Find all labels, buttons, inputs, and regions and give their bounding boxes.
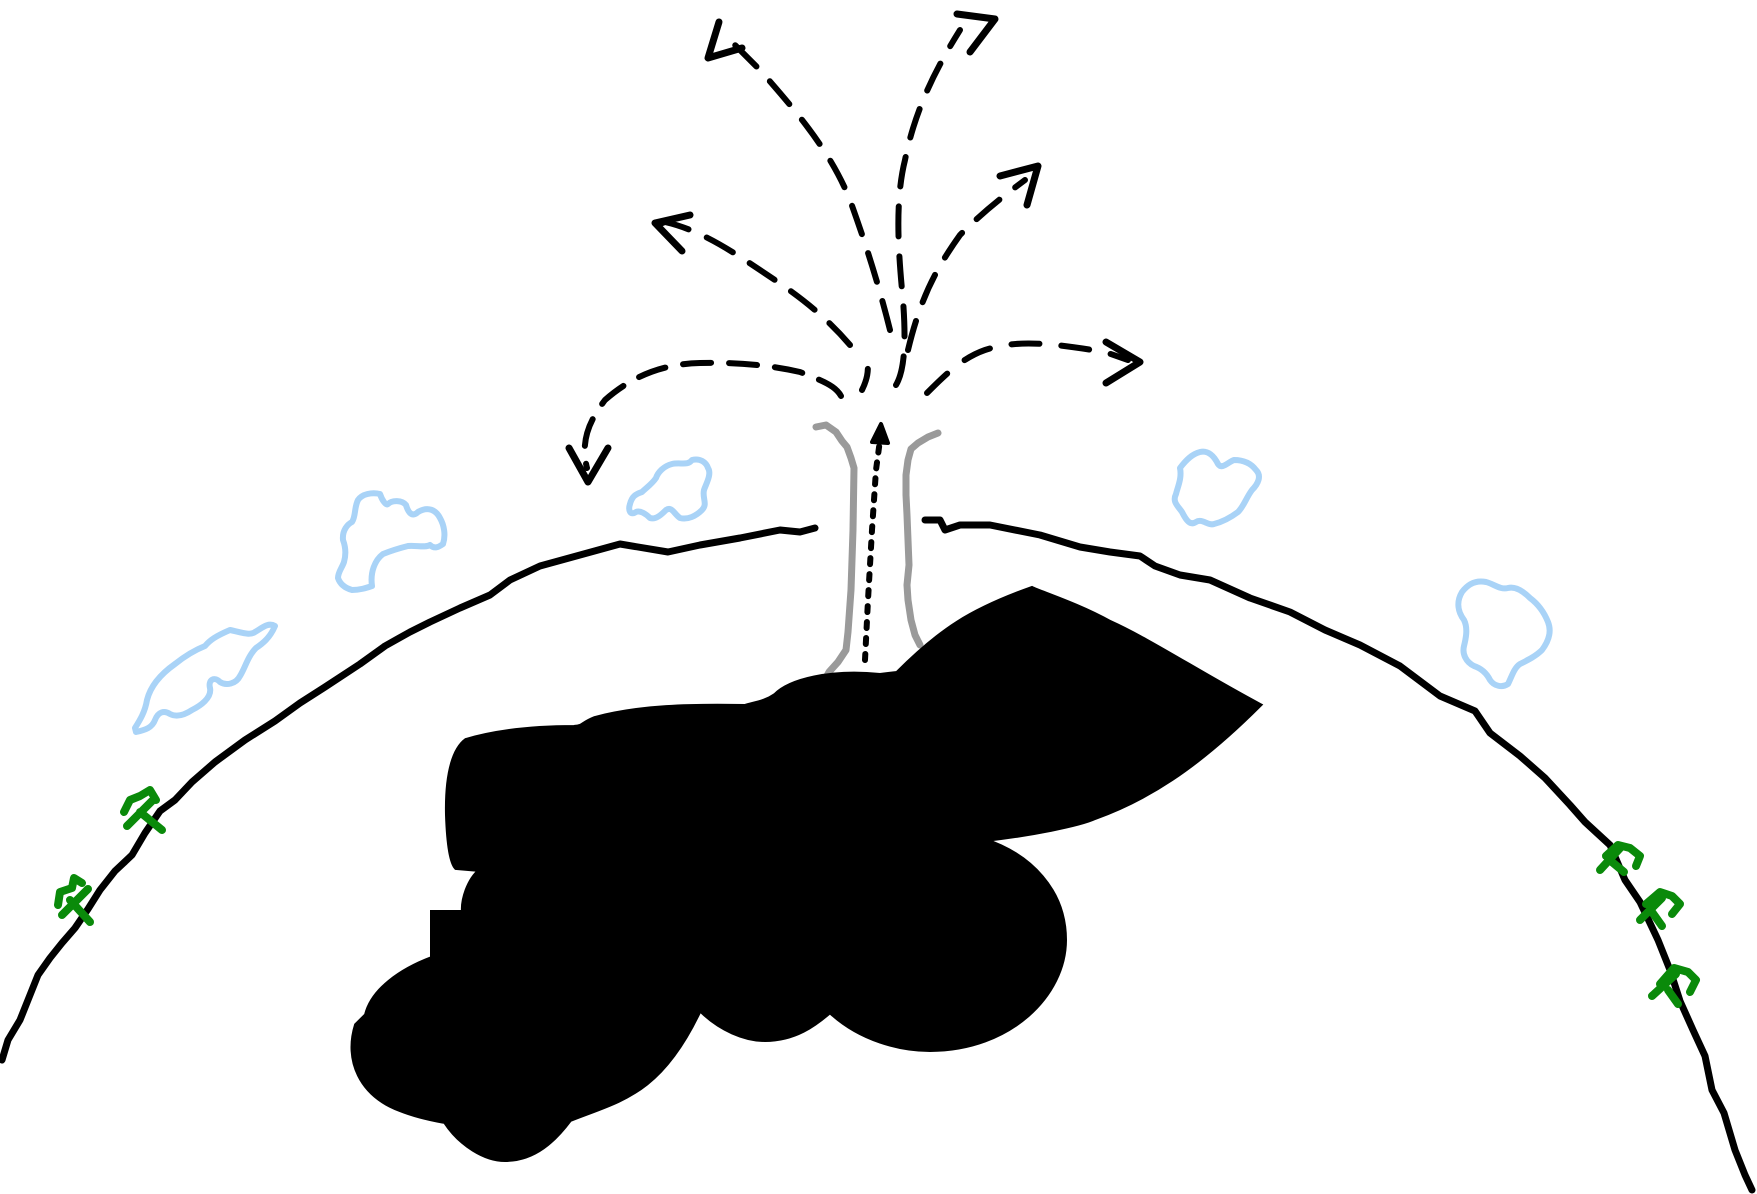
arrowhead-icon [708,22,742,58]
eruption-arrow-7 [862,357,868,390]
cloud-icon [629,459,709,518]
eruption-arrow-6 [927,344,1128,393]
vent-right-wall [906,433,938,645]
eruption-arrows [569,14,1140,482]
arrowhead-icon [1106,342,1140,383]
eruption-arrow-3 [730,40,890,330]
sprout-icon [58,878,90,922]
cloud-icon [338,493,444,590]
arrowhead-icon [872,424,888,443]
eruption-arrow-1 [585,363,841,468]
eruption-arrow-5 [908,180,1025,350]
vent-flow-line [865,440,880,660]
magma-body [353,588,1260,1160]
magma-chamber [353,588,1260,1160]
eruption-arrow-4 [896,30,960,385]
arrowhead-icon [655,215,690,251]
arrowhead-icon [957,14,995,52]
eruption-arrow-2 [650,222,850,345]
vent-left-wall [816,425,854,683]
sprout-icon [124,790,162,830]
cloud-icon [1458,581,1549,686]
sprout-icon [1600,845,1640,872]
cloud-icon [1175,452,1259,525]
vent-flow-arrow [865,424,888,660]
cloud-icon [135,625,275,732]
